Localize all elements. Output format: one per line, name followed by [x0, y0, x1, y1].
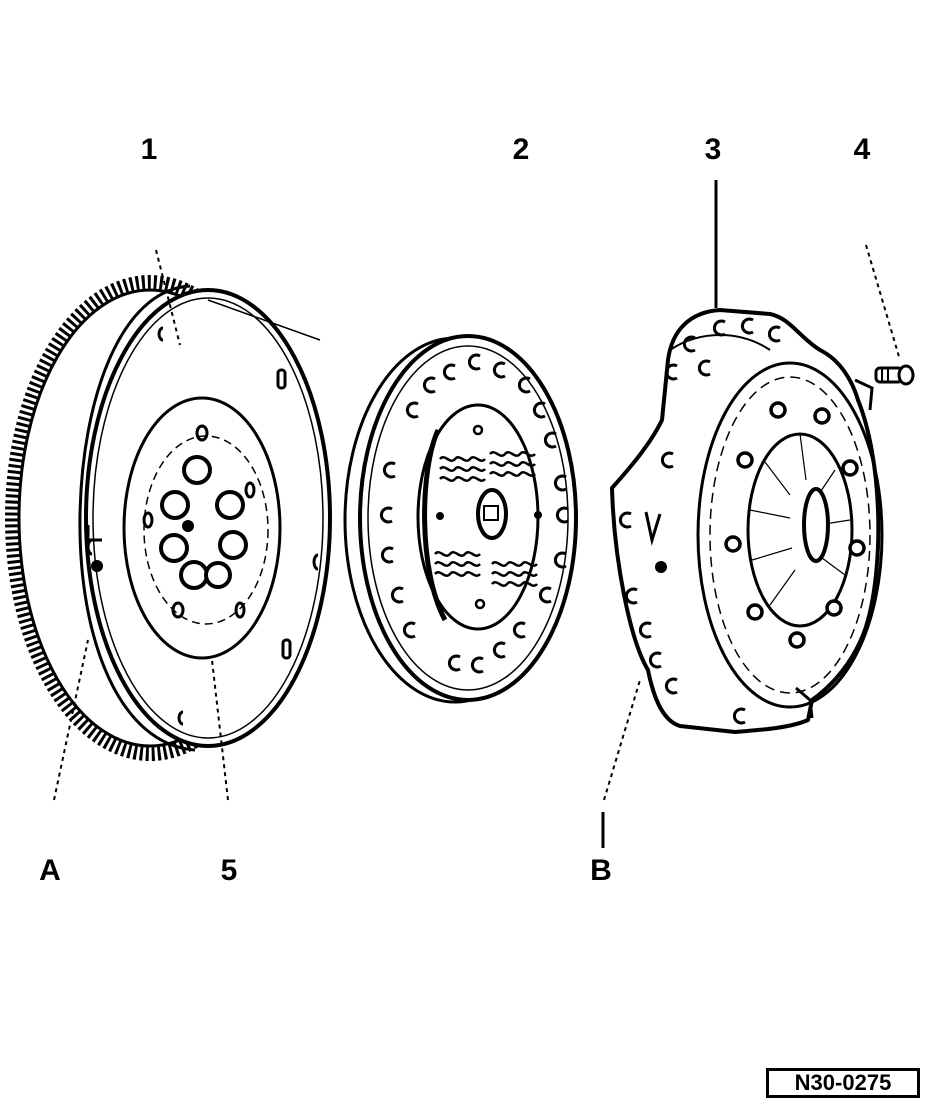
leader-4 [865, 244, 901, 361]
callout-3: 3 [705, 133, 722, 166]
leader-a [53, 639, 89, 801]
callout-5: 5 [221, 854, 238, 887]
mounting-bolt [874, 364, 915, 386]
pressure-plate-cover [609, 307, 881, 735]
leader-b [603, 679, 641, 801]
splined-hub [476, 488, 508, 540]
dowel-hole-b [655, 561, 667, 573]
callout-a: A [39, 854, 61, 887]
pressure-plate [609, 307, 884, 735]
dowel-pin-a [91, 560, 103, 572]
flywheel [5, 275, 332, 761]
callout-1: 1 [141, 133, 158, 166]
figure-reference-number: N30-0275 [794, 1070, 892, 1095]
clutch-disc [343, 334, 578, 704]
leader-1 [155, 249, 181, 346]
diaphragm-spring [746, 432, 854, 628]
flywheel-bolts [159, 455, 248, 590]
figure-reference-box: N30-0275 [766, 1068, 920, 1098]
leader-lines [53, 180, 901, 848]
callout-b: B [590, 854, 612, 887]
callout-2: 2 [513, 133, 530, 166]
callout-4: 4 [854, 133, 871, 166]
